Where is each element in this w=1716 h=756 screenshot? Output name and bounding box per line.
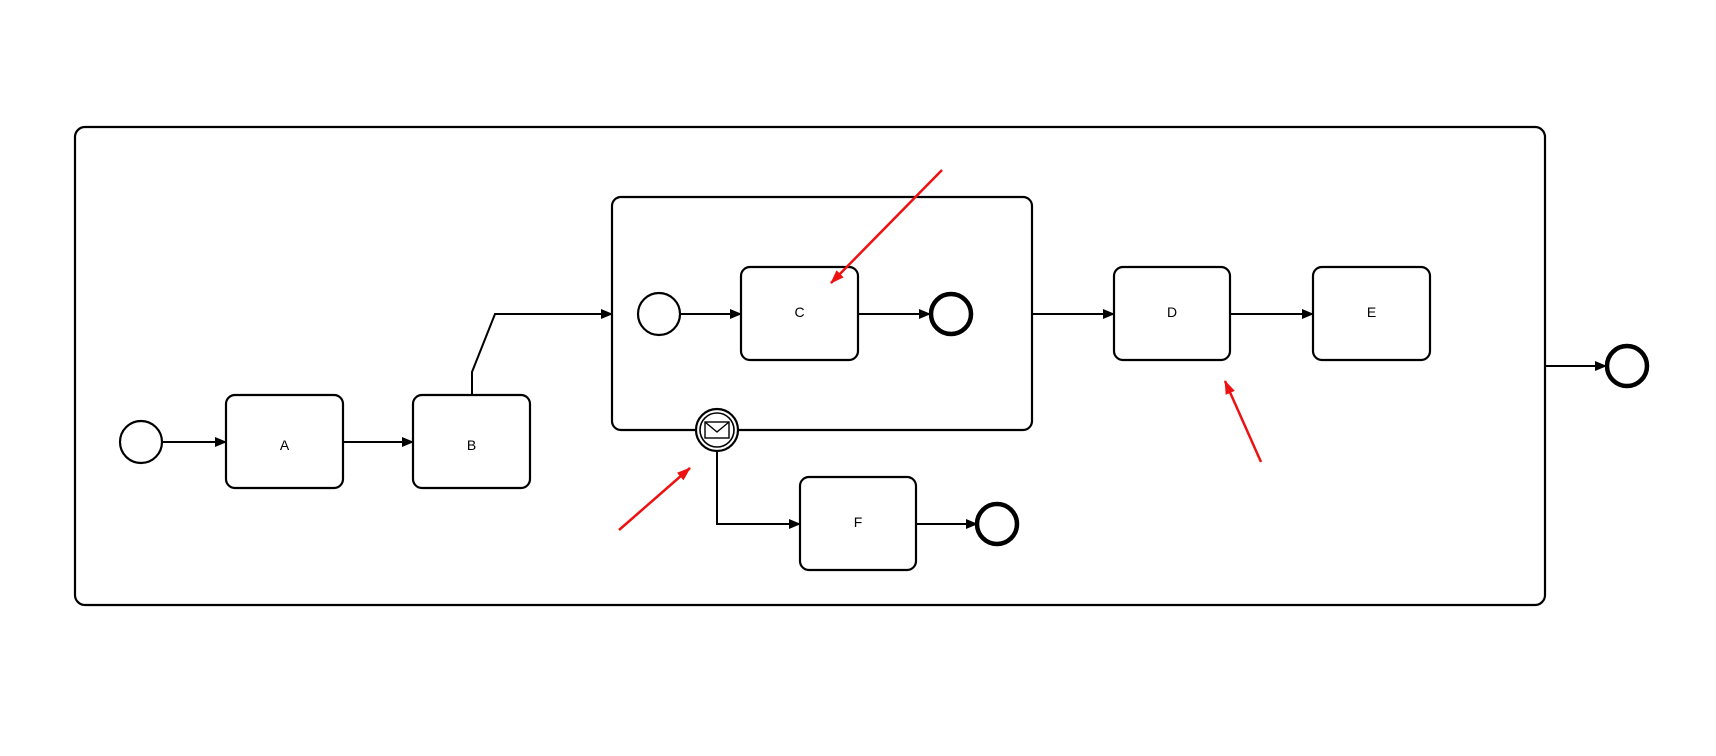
annotation-arrow-task-c bbox=[830, 169, 943, 284]
envelope-icon bbox=[704, 421, 730, 439]
task-e-label: E bbox=[1367, 304, 1376, 320]
inner-end-event[interactable] bbox=[928, 291, 974, 337]
annotation-arrow-boundary-event bbox=[618, 467, 691, 531]
task-e[interactable] bbox=[1311, 265, 1432, 362]
inner-start-event[interactable] bbox=[636, 291, 682, 337]
annotation-arrow-task-d bbox=[1223, 380, 1263, 463]
boundary-event-inner-ring bbox=[699, 412, 735, 448]
task-d-label: D bbox=[1167, 304, 1177, 320]
task-b-label: B bbox=[467, 437, 476, 453]
task-f-label: F bbox=[854, 514, 863, 530]
outer-end-event[interactable] bbox=[1604, 343, 1650, 389]
task-c-label: C bbox=[794, 304, 804, 320]
flow-boundary-to-f bbox=[716, 451, 801, 529]
start-event[interactable] bbox=[118, 419, 164, 465]
flow-b-to-inner-subprocess bbox=[471, 309, 613, 395]
task-a-label: A bbox=[280, 437, 290, 453]
f-end-event[interactable] bbox=[974, 501, 1020, 547]
